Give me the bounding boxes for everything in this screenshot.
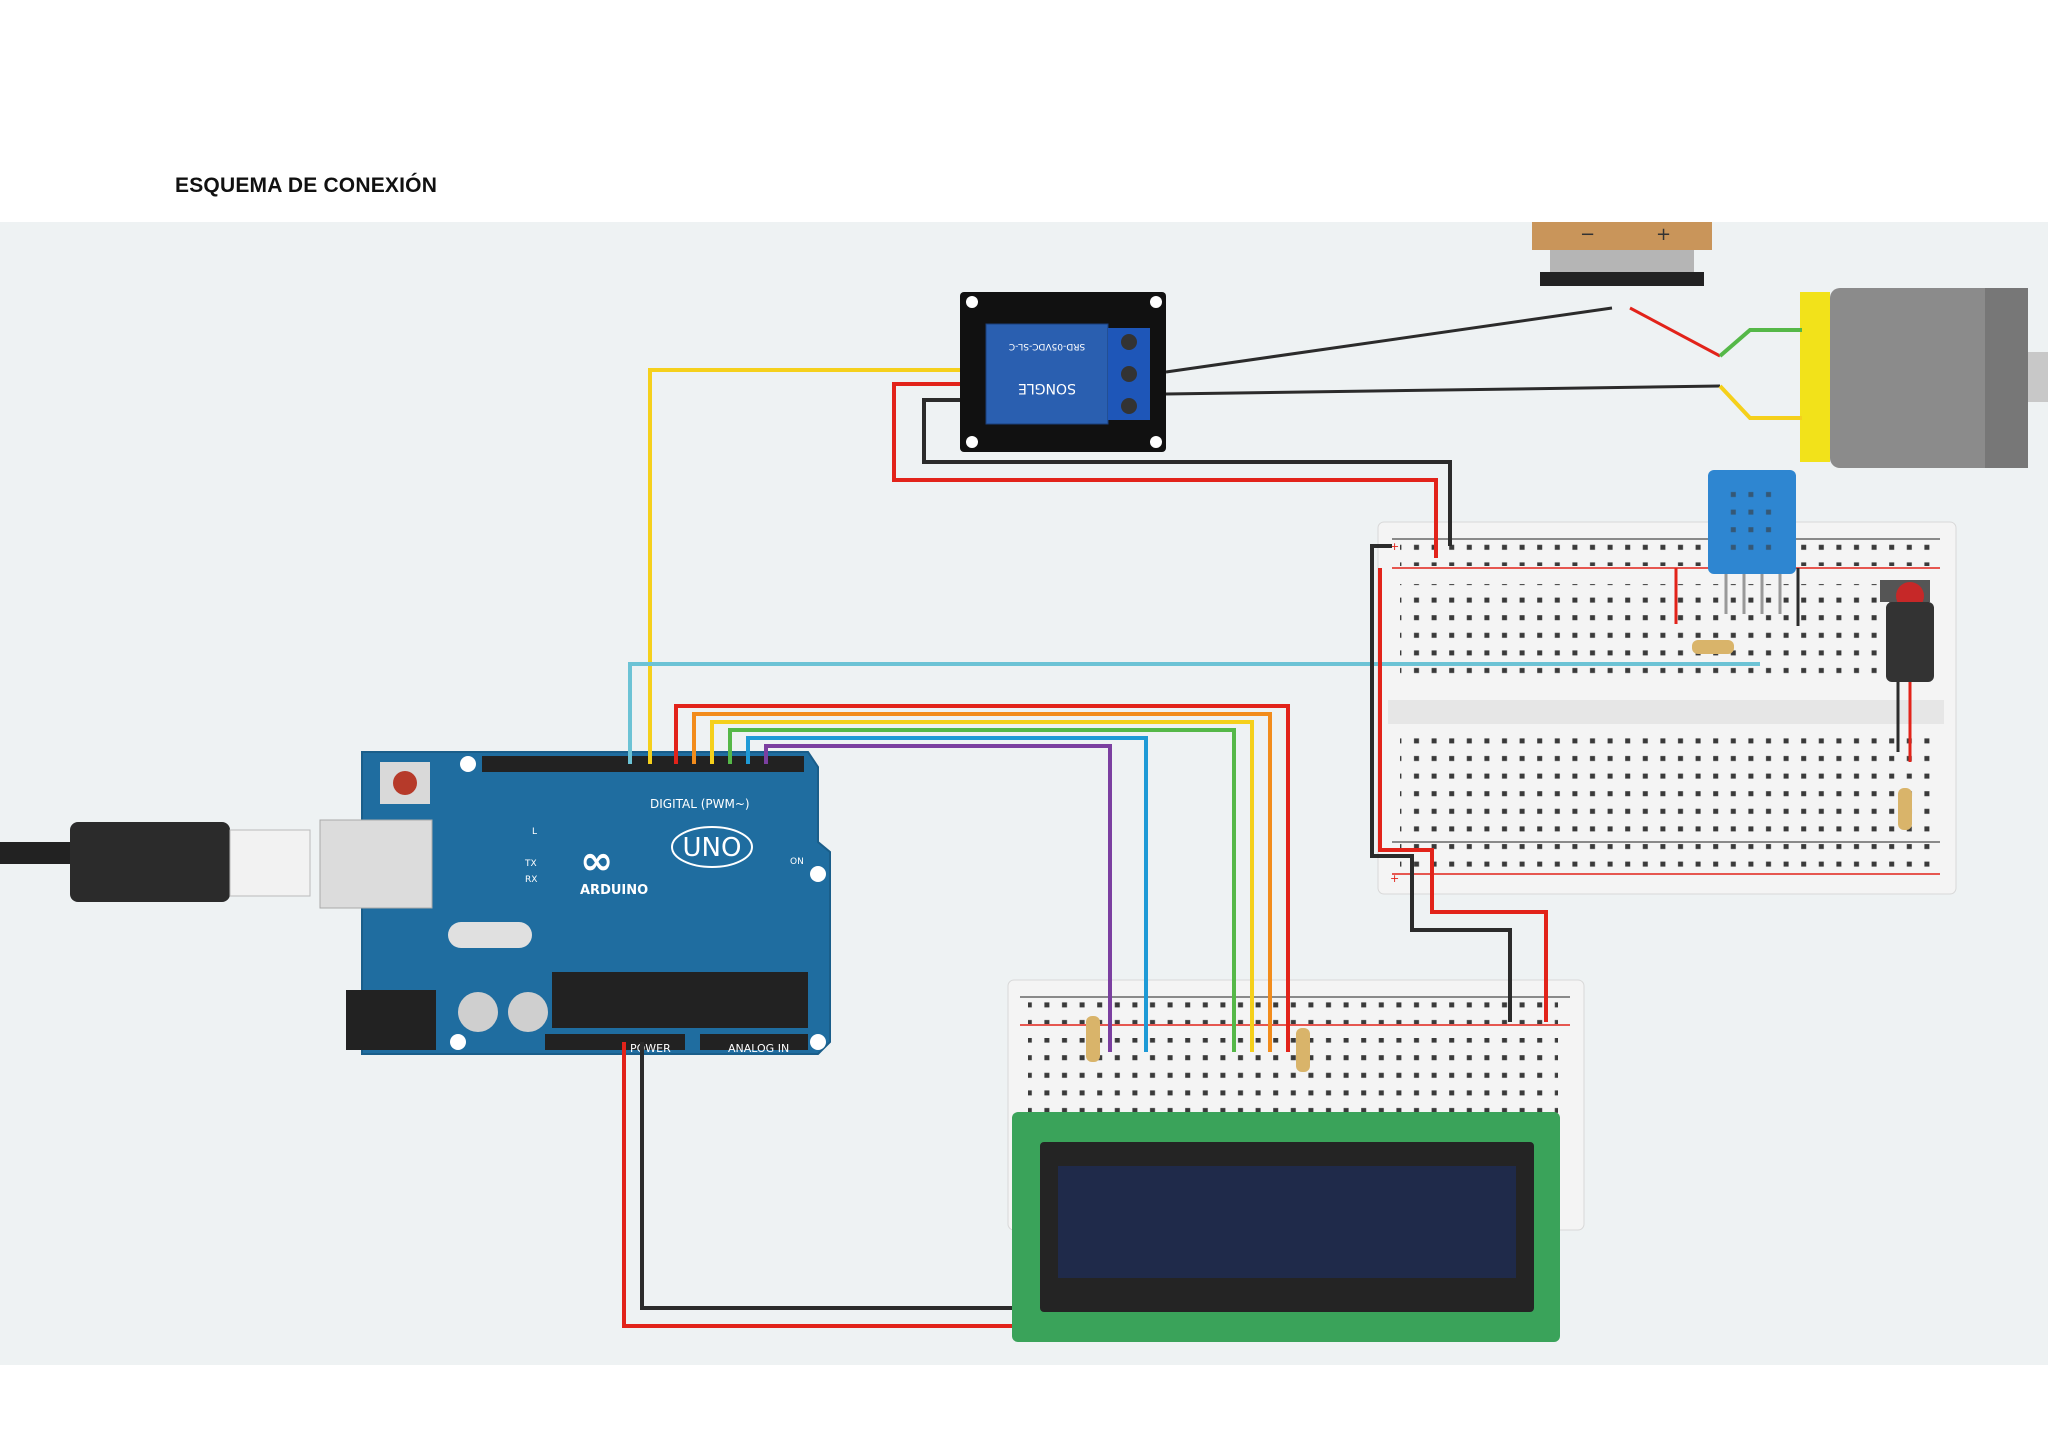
led-l-label: L xyxy=(532,827,537,837)
infinity-logo-icon: ∞ xyxy=(580,838,613,884)
on-label: ON xyxy=(790,857,804,867)
usb-cable xyxy=(0,842,80,864)
arduino-brand: ARDUINO xyxy=(580,883,648,898)
atmega-chip xyxy=(552,972,808,1028)
wire-cyan-button xyxy=(628,662,1760,764)
usb-port xyxy=(319,819,433,909)
resistor xyxy=(1086,1016,1100,1062)
wire-black-rail-link xyxy=(1370,544,1512,1022)
lcd-display xyxy=(1012,1112,1560,1342)
relay-brand: SONGLE xyxy=(1018,380,1076,396)
wire-black-relay-motor xyxy=(1165,384,1721,396)
wire-purple-lcd xyxy=(764,744,1112,1052)
digital-header xyxy=(482,756,804,772)
wire-black-arduino-gnd xyxy=(640,1042,1012,1310)
usb-plug xyxy=(70,822,230,902)
wire-red-relay-vcc xyxy=(892,382,1438,558)
led-rx-label: RX xyxy=(525,875,537,885)
wire-red-battery-motor xyxy=(1629,306,1721,358)
wire-yellow-motor xyxy=(1718,384,1802,420)
dht11-sensor xyxy=(1708,470,1796,614)
rail-plus-label-bottom: + xyxy=(1390,872,1399,885)
dc-motor xyxy=(1800,288,2048,468)
resistor xyxy=(1898,788,1912,830)
resistor xyxy=(1296,1028,1310,1072)
push-button xyxy=(1880,580,1934,682)
arduino-uno: ∞ UNO ARDUINO DIGITAL (PWM~) POWER ANALO… xyxy=(0,751,831,1055)
wire-black-battery-relay xyxy=(1165,306,1613,374)
analog-label: ANALOG IN xyxy=(728,1042,789,1055)
wire-black-relay-gnd xyxy=(922,398,1452,546)
wire-blue-lcd xyxy=(746,736,1148,1052)
resistor xyxy=(1692,640,1734,654)
power-header xyxy=(545,1034,685,1050)
relay-module: SONGLE SRD-05VDC-SL-C xyxy=(960,292,1166,452)
battery-minus: − xyxy=(1580,224,1595,245)
breadboard-main: + + xyxy=(1377,521,1957,895)
arduino-model: UNO xyxy=(683,833,742,863)
battery-plus: + xyxy=(1656,224,1671,245)
digital-label: DIGITAL (PWM~) xyxy=(650,797,750,811)
power-label: POWER xyxy=(630,1042,671,1055)
circuit-canvas: + + xyxy=(0,222,2048,1365)
wire-red-rail-link xyxy=(1378,568,1548,1022)
rail-plus-label: + xyxy=(1390,540,1399,553)
led-tx-label: TX xyxy=(524,859,537,869)
analog-header xyxy=(700,1034,808,1050)
circuit-diagram: + + xyxy=(0,222,2048,1342)
wire-red-arduino-5v xyxy=(622,1042,1012,1328)
wire-orange-lcd xyxy=(692,712,1272,1052)
relay-rating-1: SRD-05VDC-SL-C xyxy=(1009,341,1085,351)
battery: − + xyxy=(1532,222,1712,286)
dc-jack xyxy=(346,990,436,1050)
wire-yellow-lcd xyxy=(710,720,1254,1052)
wire-green-lcd xyxy=(728,728,1236,1052)
page-title: ESQUEMA DE CONEXIÓN xyxy=(175,174,438,197)
wire-red-lcd xyxy=(674,704,1290,1052)
wire-yellow-relay xyxy=(648,368,960,764)
wire-green-motor xyxy=(1718,328,1802,358)
